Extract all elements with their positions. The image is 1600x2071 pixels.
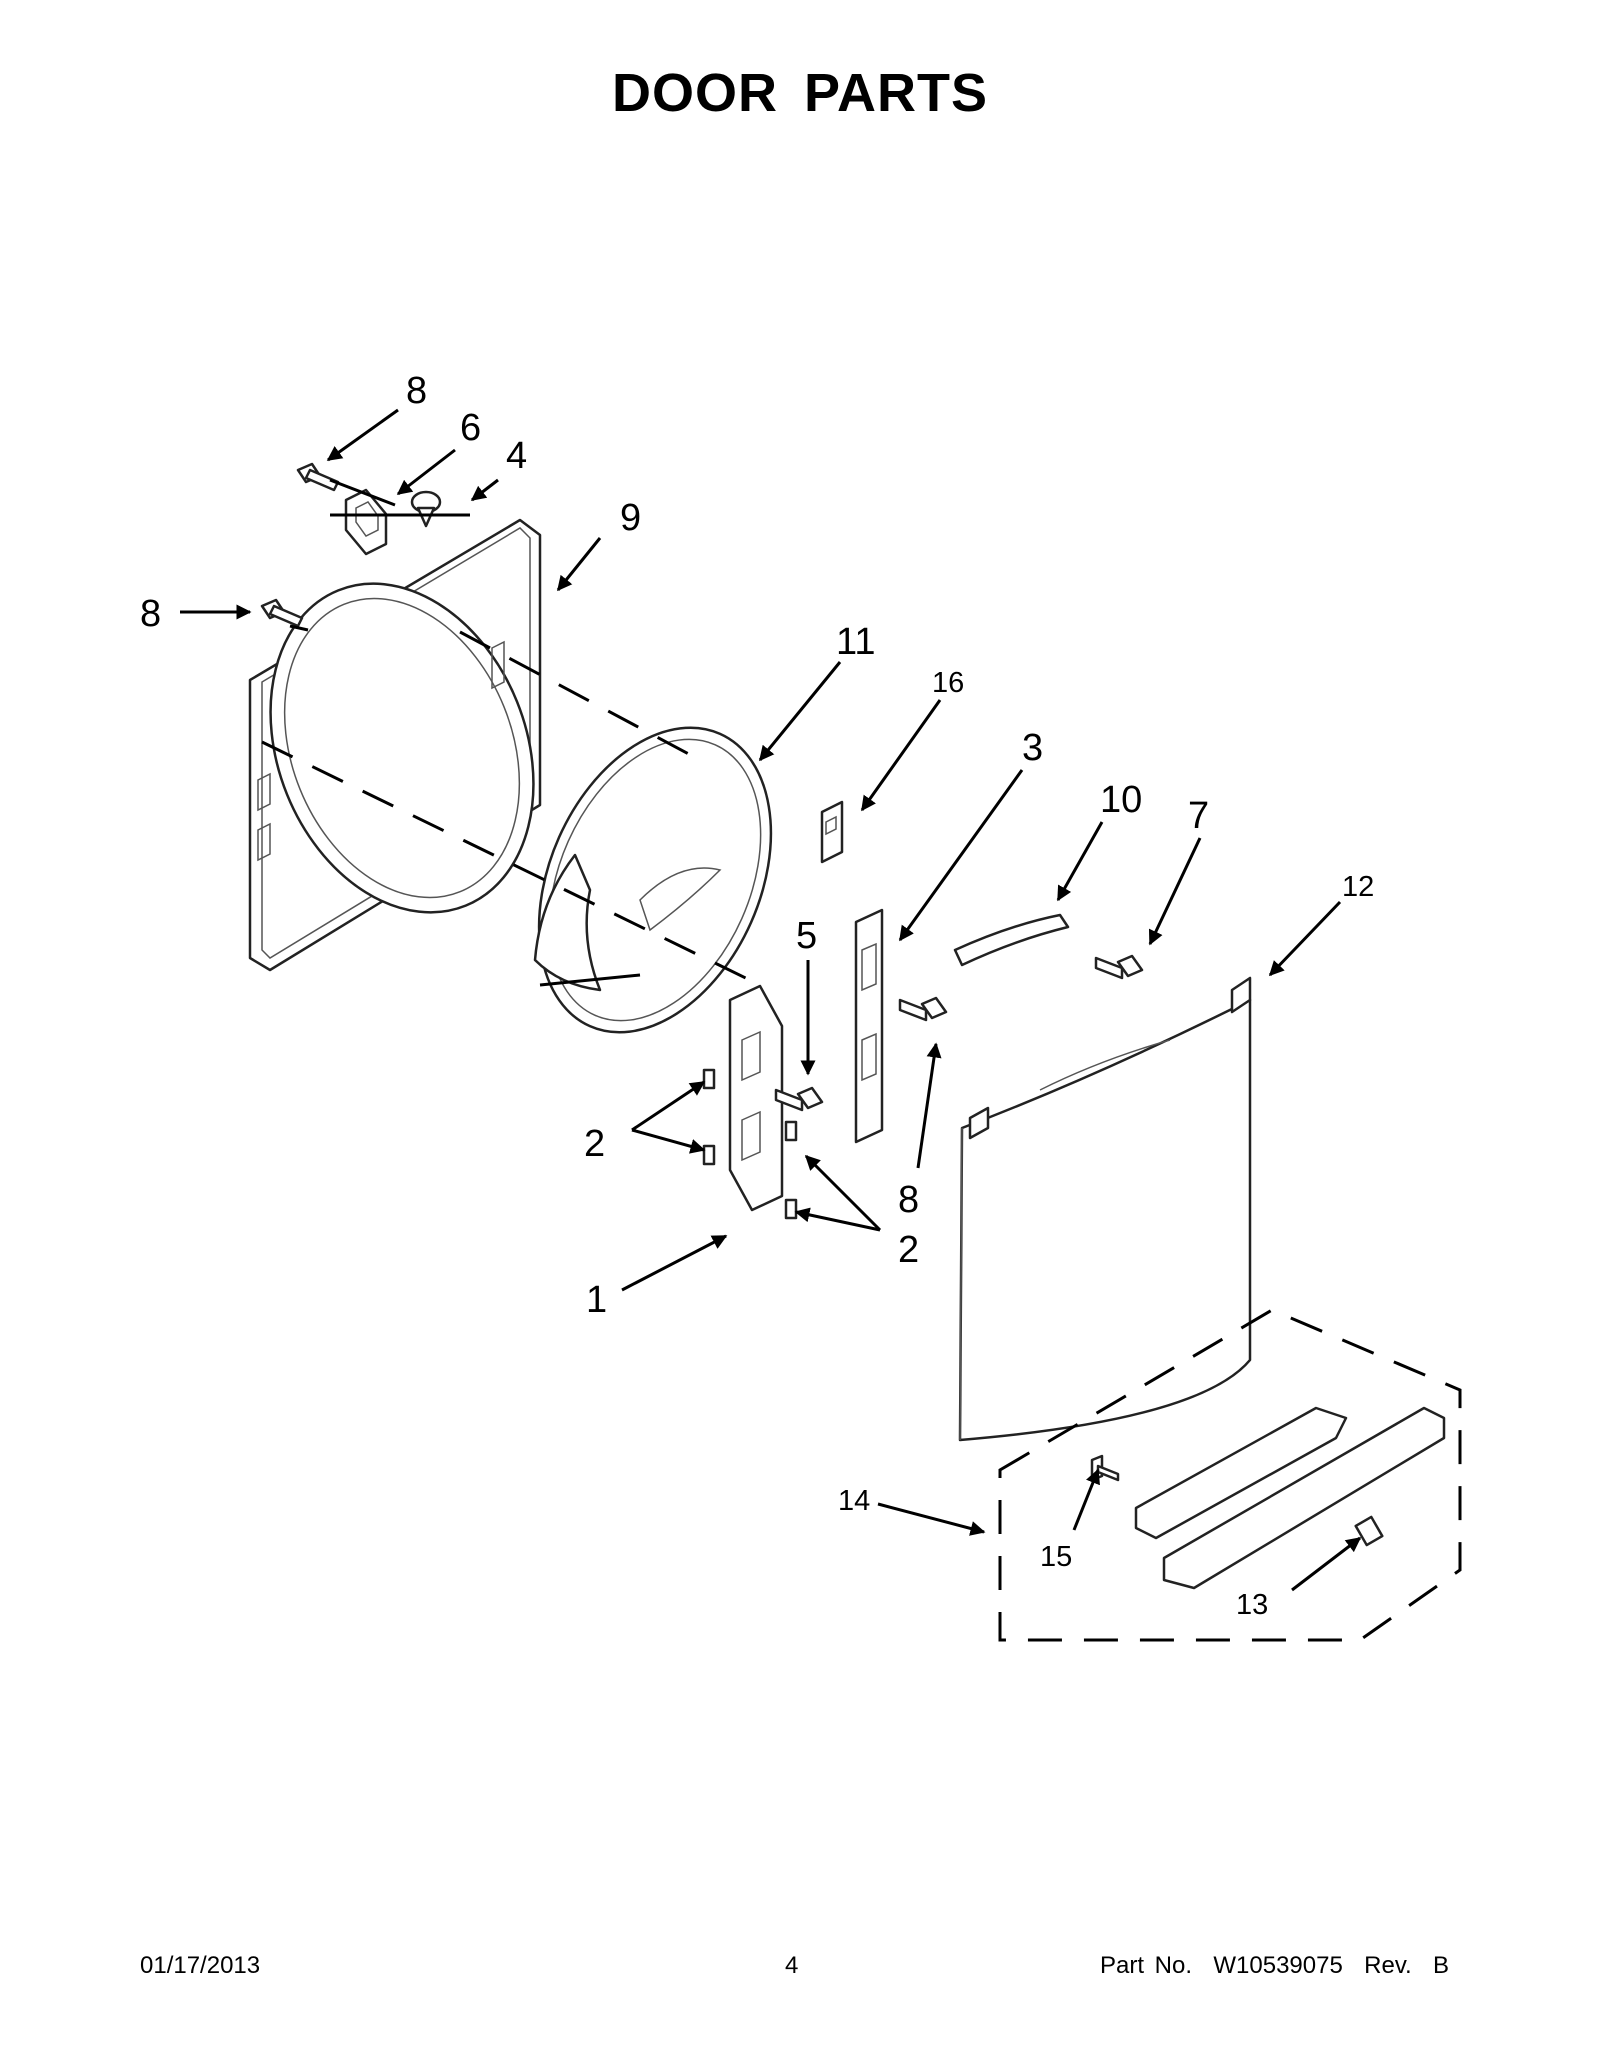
callout-2-left: 2 xyxy=(584,1123,605,1165)
clip-part-16 xyxy=(820,800,844,864)
callout-11: 11 xyxy=(836,621,875,663)
footer-date: 01/17/2013 xyxy=(140,1952,261,1979)
screw-part-8-top xyxy=(296,462,340,492)
callout-10: 10 xyxy=(1100,779,1142,821)
callout-4: 4 xyxy=(506,435,527,477)
callout-2-right: 2 xyxy=(898,1229,919,1271)
hinge-part-3 xyxy=(854,908,884,1144)
screw-part-8-hinge xyxy=(898,996,948,1022)
callout-15: 15 xyxy=(1040,1541,1072,1573)
callout-8-left: 8 xyxy=(140,593,161,635)
footer-page-number: 4 xyxy=(785,1952,799,1979)
callout-6: 6 xyxy=(460,407,481,449)
leader-lines xyxy=(180,408,1362,1592)
callout-3: 3 xyxy=(1022,727,1043,769)
callout-12: 12 xyxy=(1342,871,1374,903)
screw-part-7 xyxy=(1094,954,1144,980)
door-frame-part-9 xyxy=(248,518,542,972)
hinge-part-1 xyxy=(728,984,784,1212)
handle-kit-part-14 xyxy=(998,1308,1462,1642)
screw-part-8-left xyxy=(260,598,304,628)
callout-13: 13 xyxy=(1236,1589,1268,1621)
callout-8-top: 8 xyxy=(406,370,427,412)
screw-part-5 xyxy=(774,1086,824,1112)
outer-door-part-12 xyxy=(958,976,1252,1442)
strike-part-6 xyxy=(344,488,388,556)
plug-part-4 xyxy=(410,490,442,528)
callout-5: 5 xyxy=(796,915,817,957)
callout-labels: 8 6 4 9 8 11 16 3 10 7 12 5 2 8 2 1 14 1… xyxy=(140,370,1374,1621)
callout-8-hinge: 8 xyxy=(898,1179,919,1221)
latch-part-10 xyxy=(953,913,1070,967)
callout-7: 7 xyxy=(1188,795,1209,837)
page-title: DOOR PARTS xyxy=(611,63,988,123)
door-glass-part-11 xyxy=(533,726,773,1034)
callout-16: 16 xyxy=(932,667,964,699)
callout-9: 9 xyxy=(620,497,641,539)
hinge-pins-part-2 xyxy=(702,1068,798,1220)
callout-1: 1 xyxy=(586,1279,607,1321)
callout-14: 14 xyxy=(838,1485,870,1517)
footer-part-number: Part No. W10539075 Rev. B xyxy=(1100,1952,1450,1979)
